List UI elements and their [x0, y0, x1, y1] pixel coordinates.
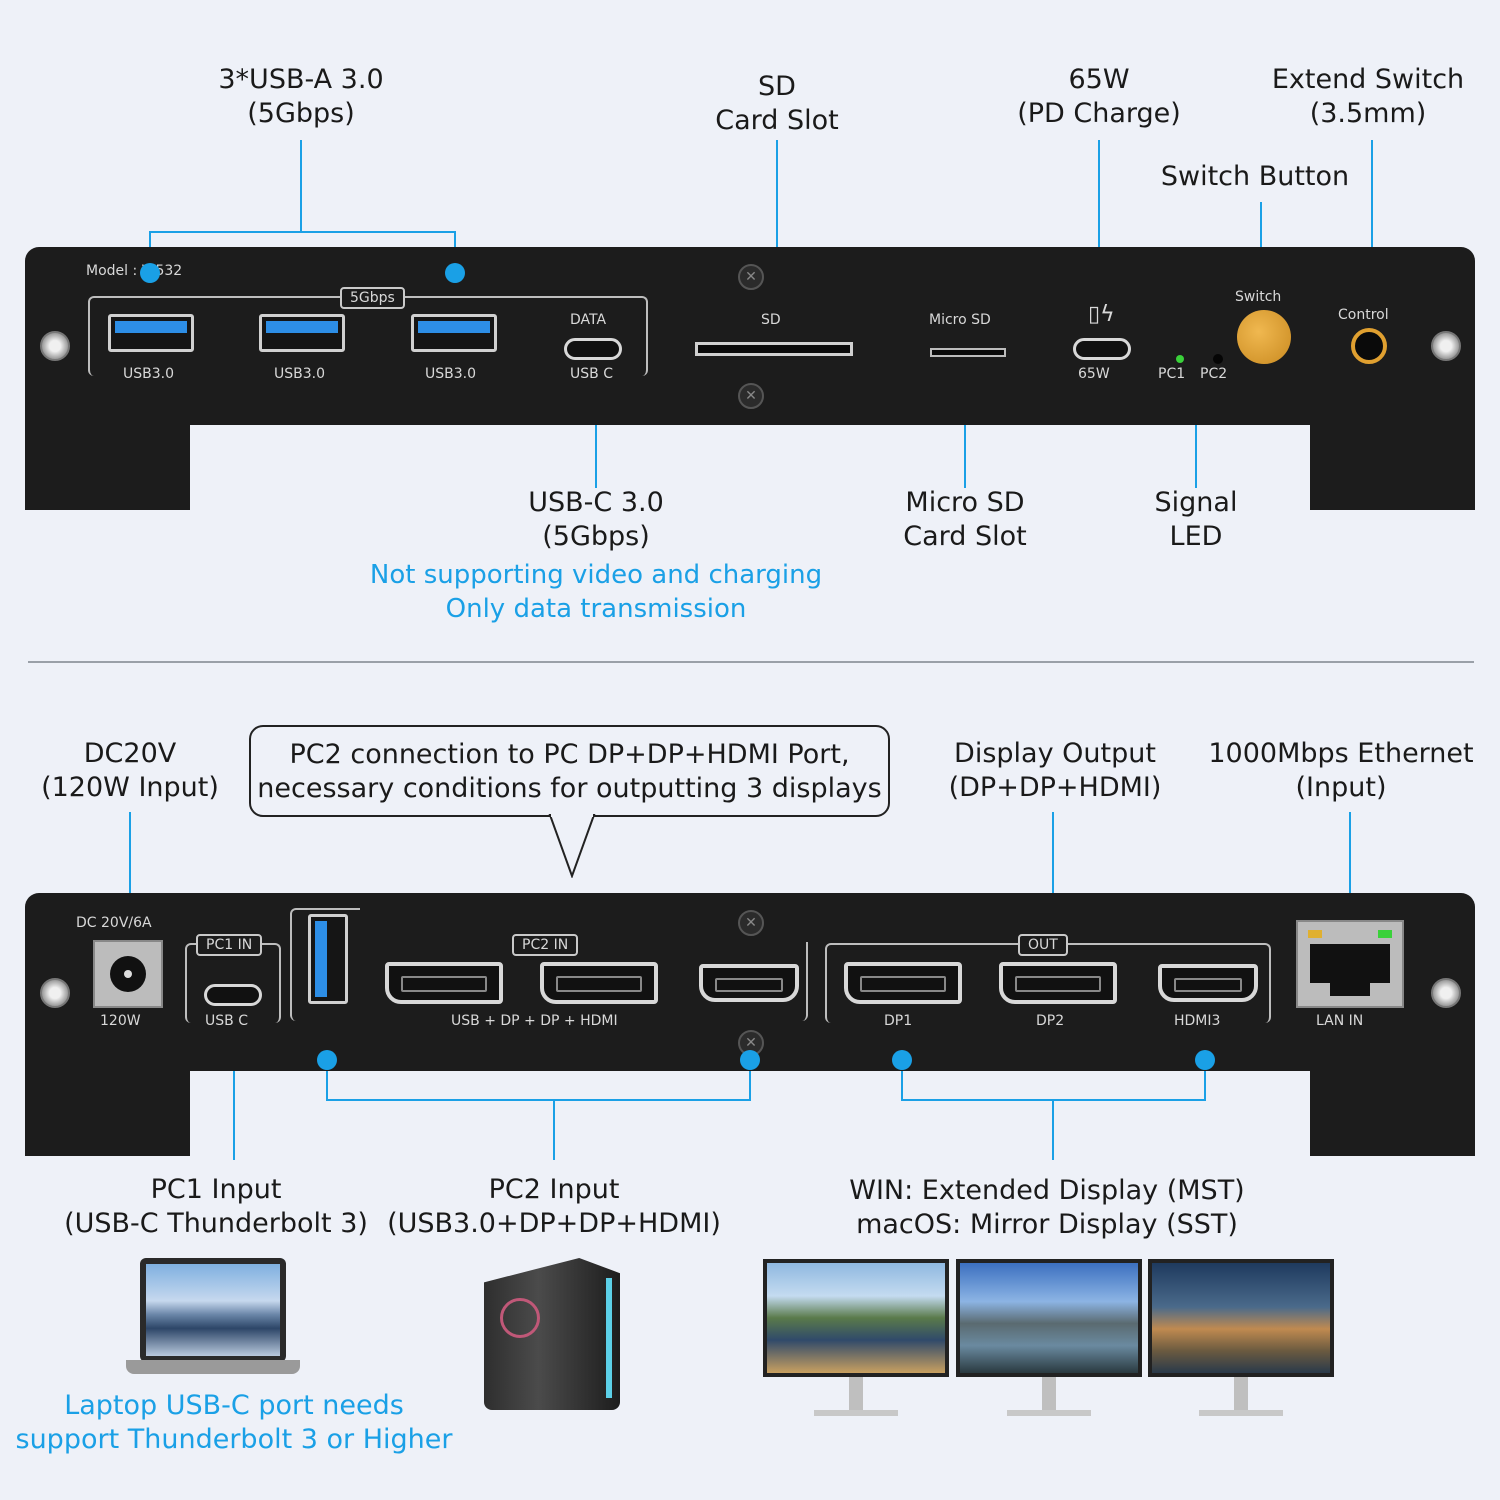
monitor-stand — [1234, 1377, 1248, 1411]
usba-port-2 — [259, 314, 345, 352]
monitor-stand — [849, 1377, 863, 1411]
microsd-card-slot — [930, 348, 1006, 357]
out-dp2-port — [999, 962, 1117, 1004]
hdmi3-text: HDMI3 — [1168, 1013, 1227, 1029]
monitor-base — [1007, 1410, 1091, 1416]
pc2-input-label: PC2 Input(USB3.0+DP+DP+HDMI) — [387, 1174, 721, 1239]
top-panel-foot-left — [25, 420, 190, 510]
dp1-text: DP1 — [878, 1013, 919, 1029]
control-text: Control — [1338, 307, 1389, 323]
screw-icon: ✕ — [738, 383, 764, 409]
usba-marker-dot — [445, 263, 465, 283]
w65-text: 65W — [1078, 366, 1110, 382]
pc2-ports-text: USB + DP + DP + HDMI — [445, 1013, 624, 1029]
ethernet-label: 1000Mbps Ethernet(Input) — [1208, 738, 1474, 803]
usba-label: 3*USB-A 3.0(5Gbps) — [218, 64, 384, 129]
pc2-dp-port-2 — [540, 962, 658, 1004]
top-panel-foot-right — [1310, 420, 1475, 510]
switch-button[interactable] — [1237, 310, 1291, 364]
extend-switch-label: Extend Switch(3.5mm) — [1271, 64, 1465, 129]
pc2-marker-dot — [317, 1050, 337, 1070]
screw-icon: ✕ — [738, 910, 764, 936]
dc-label: DC20V(120W Input) — [41, 738, 219, 803]
dp2-text: DP2 — [1030, 1013, 1071, 1029]
usb-c-text: USB C — [201, 1013, 252, 1029]
w120-text: 120W — [100, 1013, 141, 1029]
usb30-text: USB3.0 — [270, 366, 330, 382]
pc2-in-tag: PC2 IN — [512, 934, 579, 956]
screw-icon — [1431, 331, 1461, 361]
usba-port-1 — [108, 314, 194, 352]
out-tag: OUT — [1018, 934, 1068, 956]
sd-card-slot — [695, 342, 853, 356]
switch-button-label: Switch Button — [1160, 161, 1350, 192]
pc2-marker-dot — [740, 1050, 760, 1070]
monitor-icon — [956, 1259, 1142, 1377]
pc1-usbc-port — [204, 984, 262, 1006]
audio-jack-port — [1351, 328, 1387, 364]
usbc-text: USB C — [566, 366, 617, 382]
usbc-data-port — [564, 338, 622, 360]
laptop-icon — [140, 1258, 286, 1362]
data-text: DATA — [570, 312, 607, 328]
out-marker-dot — [892, 1050, 912, 1070]
usbc-pd-port — [1073, 338, 1131, 360]
pc1-in-tag: PC1 IN — [196, 934, 263, 956]
lan-port — [1296, 920, 1404, 1008]
charging-phone-icon: ▯ϟ — [1088, 302, 1115, 327]
pc2-usba-port — [308, 914, 348, 1004]
screw-icon — [40, 331, 70, 361]
usbc-label: USB-C 3.0(5Gbps) — [528, 487, 664, 552]
pc2-text: PC2 — [1200, 366, 1228, 382]
usb30-text: USB3.0 — [421, 366, 481, 382]
pc2-hdmi-port — [699, 964, 799, 1002]
pc1-text: PC1 — [1158, 366, 1186, 382]
usba-port-3 — [411, 314, 497, 352]
screw-icon: ✕ — [738, 264, 764, 290]
screw-icon — [1431, 978, 1461, 1008]
monitor-stand — [1042, 1377, 1056, 1411]
pc1-input-label: PC1 Input(USB-C Thunderbolt 3) — [64, 1174, 368, 1239]
switch-text: Switch — [1235, 289, 1282, 305]
pc-tower-icon — [484, 1258, 620, 1410]
pc1-led-icon — [1176, 355, 1184, 363]
display-output-label: Display Output(DP+DP+HDMI) — [948, 738, 1162, 803]
bottom-panel-foot-left — [25, 1066, 190, 1156]
bottom-panel-foot-right — [1310, 1066, 1475, 1156]
pd-charge-label: 65W(PD Charge) — [1017, 64, 1181, 129]
pc2-dp-port-1 — [385, 962, 503, 1004]
usba-marker-dot — [140, 263, 160, 283]
monitor-base — [814, 1410, 898, 1416]
dc-rating-text: DC 20V/6A — [76, 915, 152, 931]
callout-pointer — [548, 814, 596, 878]
monitor-icon — [763, 1259, 949, 1377]
speed-tag: 5Gbps — [340, 287, 405, 309]
out-hdmi-port — [1158, 964, 1258, 1002]
callout-text: PC2 connection to PC DP+DP+HDMI Port,nec… — [257, 739, 882, 804]
out-marker-dot — [1195, 1050, 1215, 1070]
monitor-base — [1199, 1410, 1283, 1416]
usb30-text: USB3.0 — [119, 366, 179, 382]
model-text: Model : W532 — [86, 263, 183, 279]
out-dp1-port — [844, 962, 962, 1004]
monitor-icon — [1148, 1259, 1334, 1377]
microsd-text: Micro SD — [929, 312, 991, 328]
screw-icon — [40, 978, 70, 1008]
pc2-led-icon — [1213, 354, 1223, 364]
callout-box — [249, 725, 890, 817]
sd-text: SD — [761, 312, 781, 328]
dc-jack-port — [93, 940, 163, 1008]
extended-display-label: WIN: Extended Display (MST)macOS: Mirror… — [849, 1175, 1245, 1240]
laptop-base — [126, 1360, 300, 1374]
lan-text: LAN IN — [1316, 1013, 1364, 1029]
